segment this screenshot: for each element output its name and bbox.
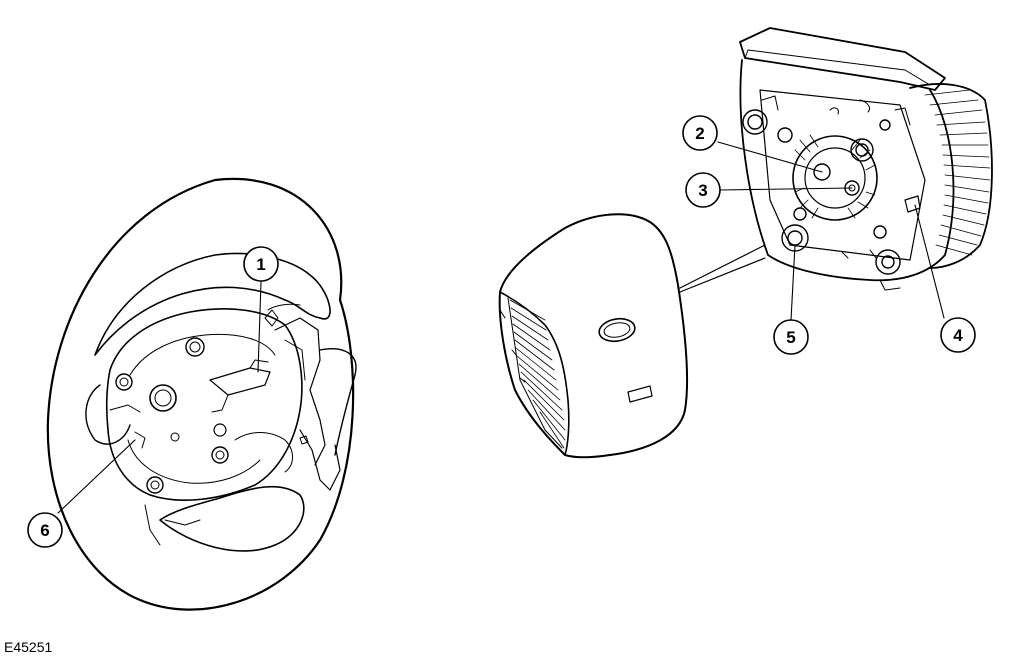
callout-3-label: 3 [698,181,707,200]
callout-1-label: 1 [256,255,265,274]
figure-id: E45251 [4,639,53,655]
callout-2-circle [682,115,718,151]
callout-4-circle [940,317,976,353]
steering-wheel [46,177,357,611]
airbag-module-back [739,27,993,291]
callout-5-circle [773,319,809,355]
callout-6-circle [27,512,63,548]
leader-lines [57,141,945,514]
callout-6-label: 6 [40,521,49,540]
callout-5-label: 5 [786,328,795,347]
airbag-module-front [498,213,766,459]
callout-4-label: 4 [953,326,963,345]
callout-3-circle [685,172,721,208]
callout-1-circle [243,246,279,282]
callout-2-label: 2 [695,124,704,143]
